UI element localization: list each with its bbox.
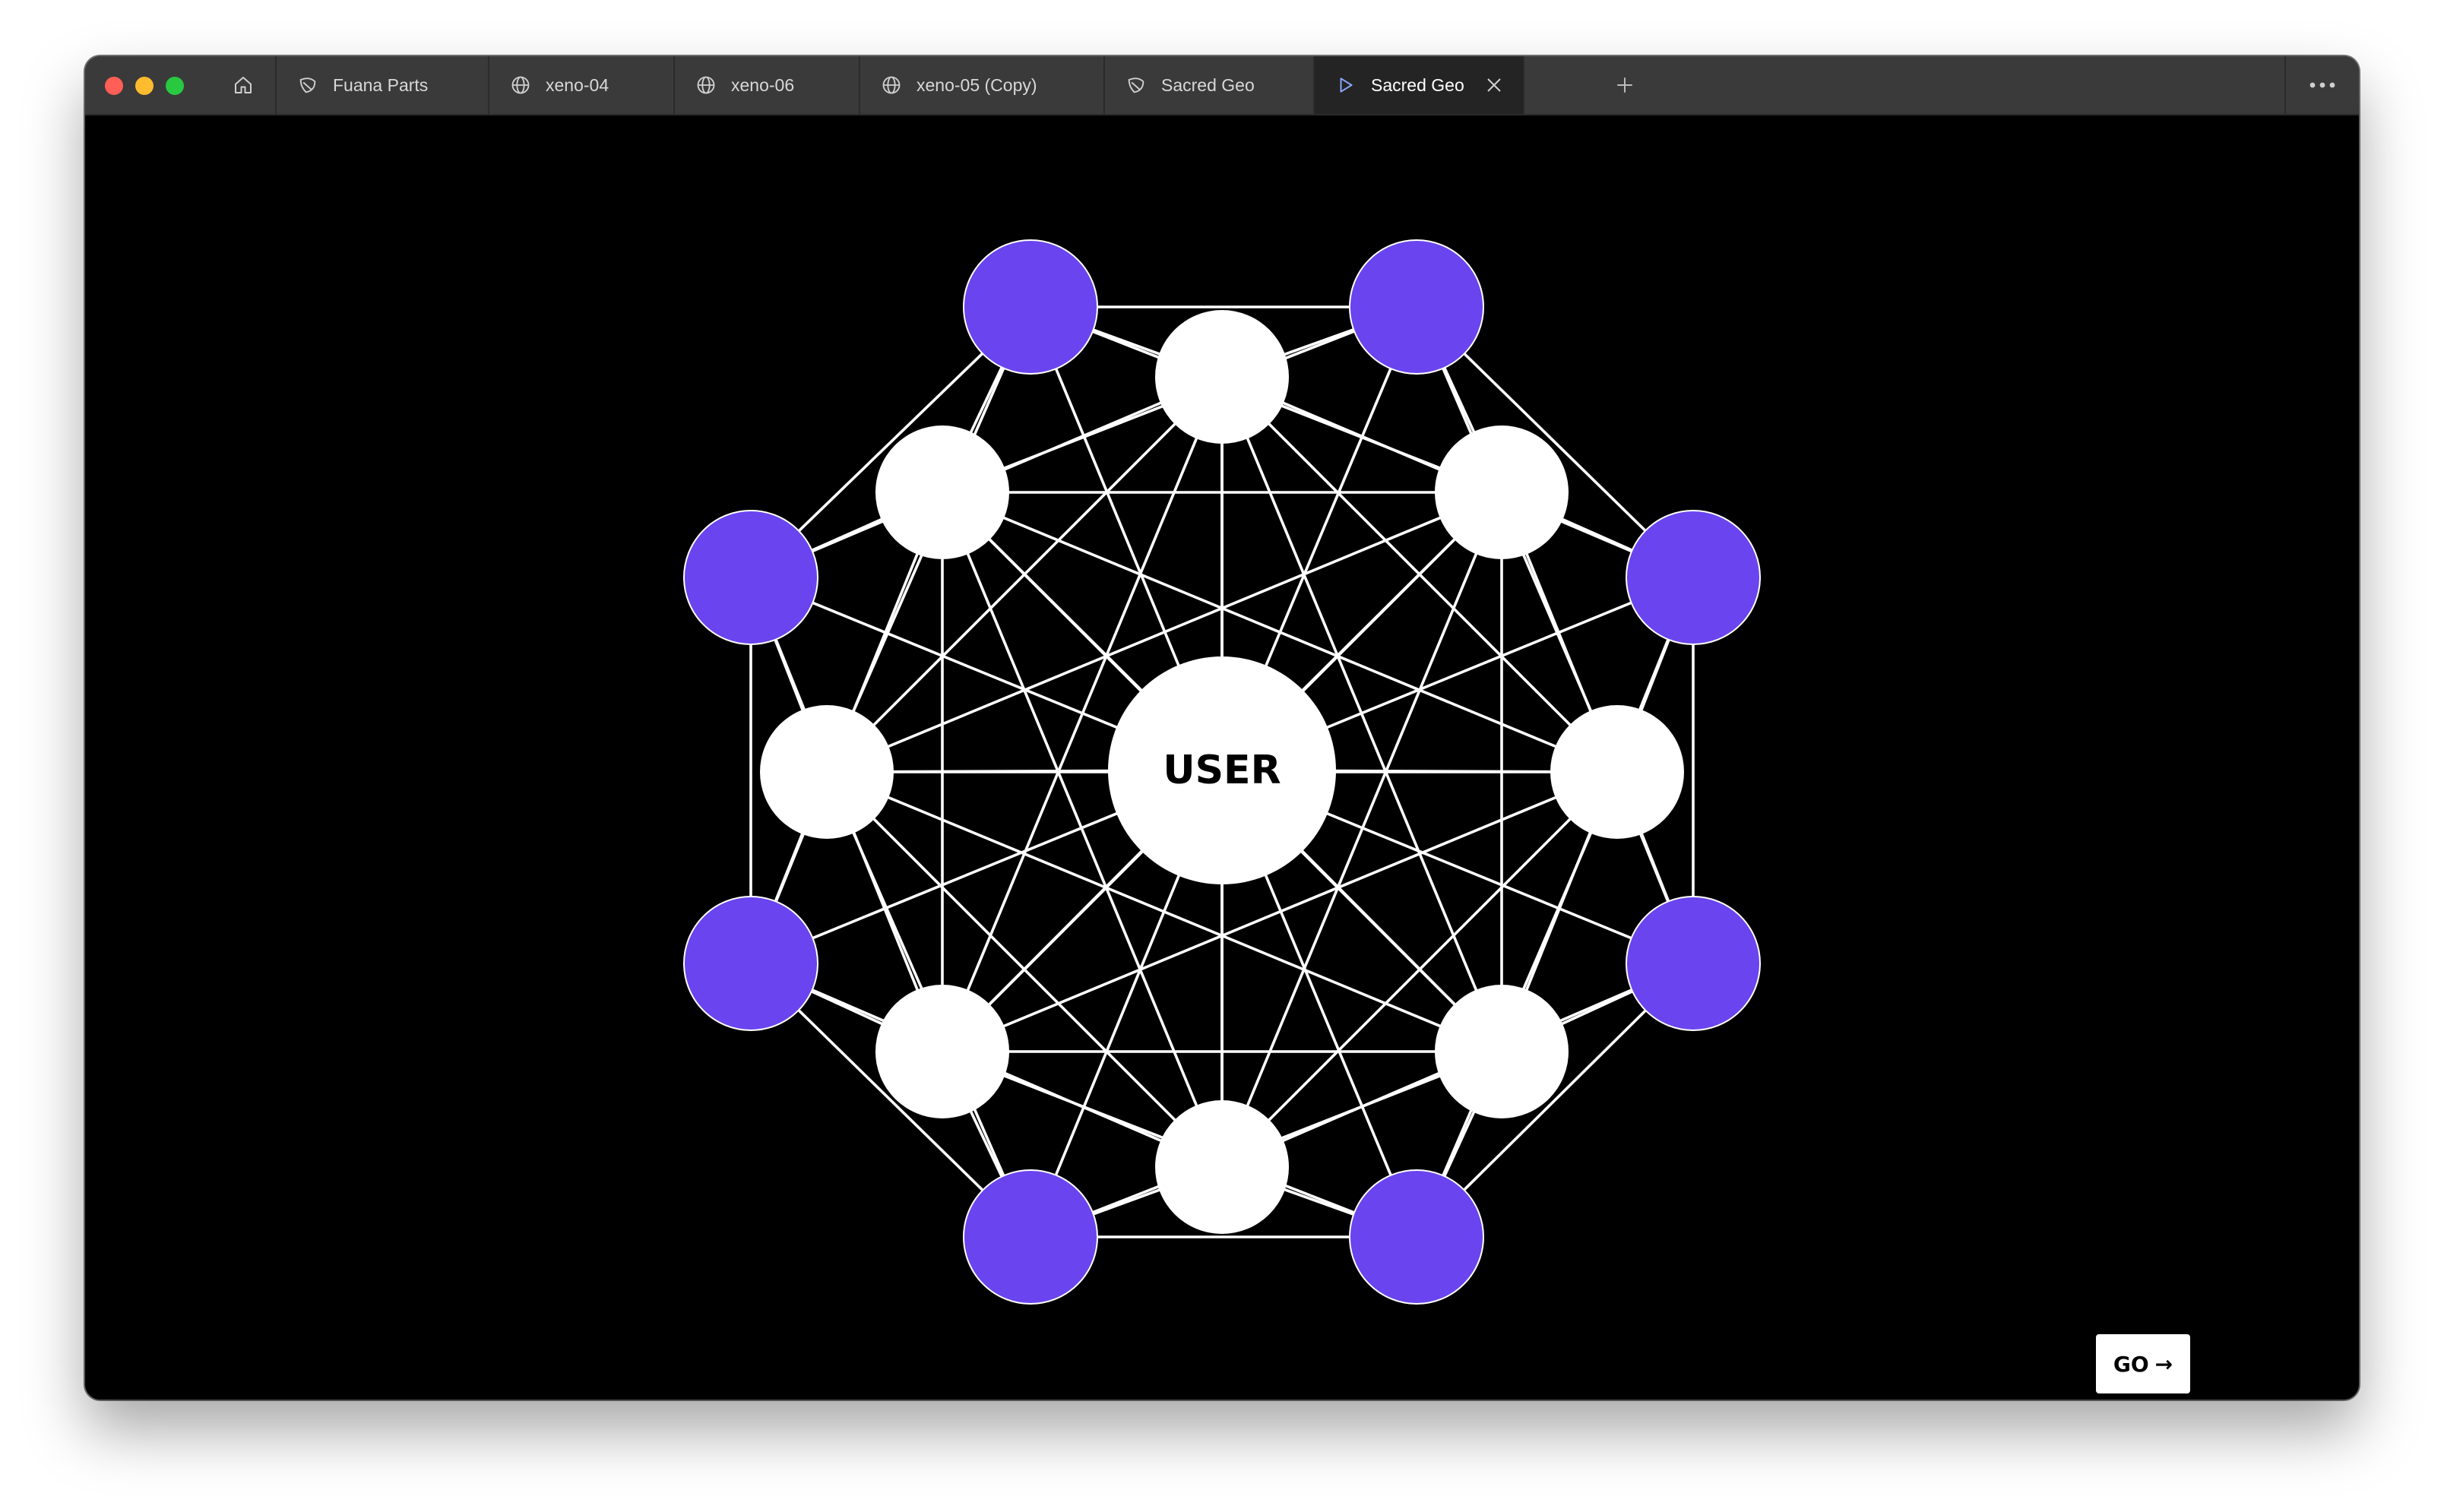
tab-label: xeno-04: [546, 74, 609, 95]
plus-icon: [1617, 77, 1632, 93]
white-node-2[interactable]: [1435, 425, 1569, 559]
new-tab-button[interactable]: [1600, 56, 1649, 114]
white-node-7[interactable]: [760, 705, 894, 839]
globe-icon: [880, 74, 903, 96]
go-button[interactable]: GO →: [2096, 1334, 2190, 1393]
maximize-window-button[interactable]: [166, 77, 184, 95]
purple-node-4[interactable]: [1626, 896, 1761, 1031]
more-horizontal-icon: [2309, 82, 2335, 88]
tab-xeno-06[interactable]: xeno-06: [675, 56, 860, 114]
white-node-6[interactable]: [875, 985, 1009, 1118]
purple-node-5[interactable]: [1349, 1169, 1484, 1305]
tab-label: xeno-05 (Copy): [916, 74, 1037, 95]
go-button-label: GO: [2113, 1351, 2149, 1377]
minimize-window-button[interactable]: [135, 77, 154, 95]
center-node-label: USER: [1163, 748, 1281, 793]
more-options-button[interactable]: [2284, 56, 2359, 114]
play-icon: [1334, 74, 1357, 96]
canvas: USER GO →: [85, 115, 2359, 1400]
home-icon: [235, 77, 252, 93]
tab-bar: Fuana Parts xeno-04 xeno-06 xeno-05 (Cop…: [85, 56, 2359, 115]
tab-xeno-04[interactable]: xeno-04: [489, 56, 675, 114]
purple-node-2[interactable]: [1349, 239, 1484, 375]
globe-icon: [695, 74, 717, 96]
tab-sacred-geo-active[interactable]: Sacred Geo: [1315, 56, 1524, 114]
tab-label: xeno-06: [731, 74, 795, 95]
tab-label: Sacred Geo: [1161, 74, 1255, 95]
tab-xeno-05-copy[interactable]: xeno-05 (Copy): [860, 56, 1105, 114]
network-graph: USER: [683, 239, 1761, 1305]
nodes: [683, 239, 1761, 1305]
white-node-8[interactable]: [875, 425, 1009, 559]
purple-node-8[interactable]: [683, 510, 818, 645]
close-window-button[interactable]: [105, 77, 123, 95]
purple-node-3[interactable]: [1626, 510, 1761, 645]
tab-sacred-geo[interactable]: Sacred Geo: [1105, 56, 1315, 114]
arrow-right-icon: →: [2154, 1351, 2173, 1377]
tab-label: Fuana Parts: [333, 74, 429, 95]
globe-icon: [509, 74, 532, 96]
white-node-1[interactable]: [1155, 310, 1289, 444]
user-center-node[interactable]: [1108, 656, 1336, 884]
graph-edge: [941, 492, 1224, 1168]
close-tab-icon[interactable]: [1485, 76, 1503, 94]
graph-edge: [1220, 492, 1503, 1168]
home-button[interactable]: [211, 56, 277, 114]
white-node-4[interactable]: [1435, 985, 1569, 1118]
purple-node-7[interactable]: [683, 896, 818, 1031]
white-node-3[interactable]: [1550, 705, 1684, 839]
white-node-5[interactable]: [1155, 1100, 1289, 1234]
tab-label: Sacred Geo: [1371, 74, 1464, 95]
purple-node-6[interactable]: [963, 1169, 1098, 1305]
leaf-icon: [296, 74, 319, 96]
leaf-icon: [1125, 74, 1148, 96]
purple-node-1[interactable]: [963, 239, 1098, 375]
browser-window: Fuana Parts xeno-04 xeno-06 xeno-05 (Cop…: [85, 56, 2359, 1400]
tab-fuana-parts[interactable]: Fuana Parts: [277, 56, 489, 114]
